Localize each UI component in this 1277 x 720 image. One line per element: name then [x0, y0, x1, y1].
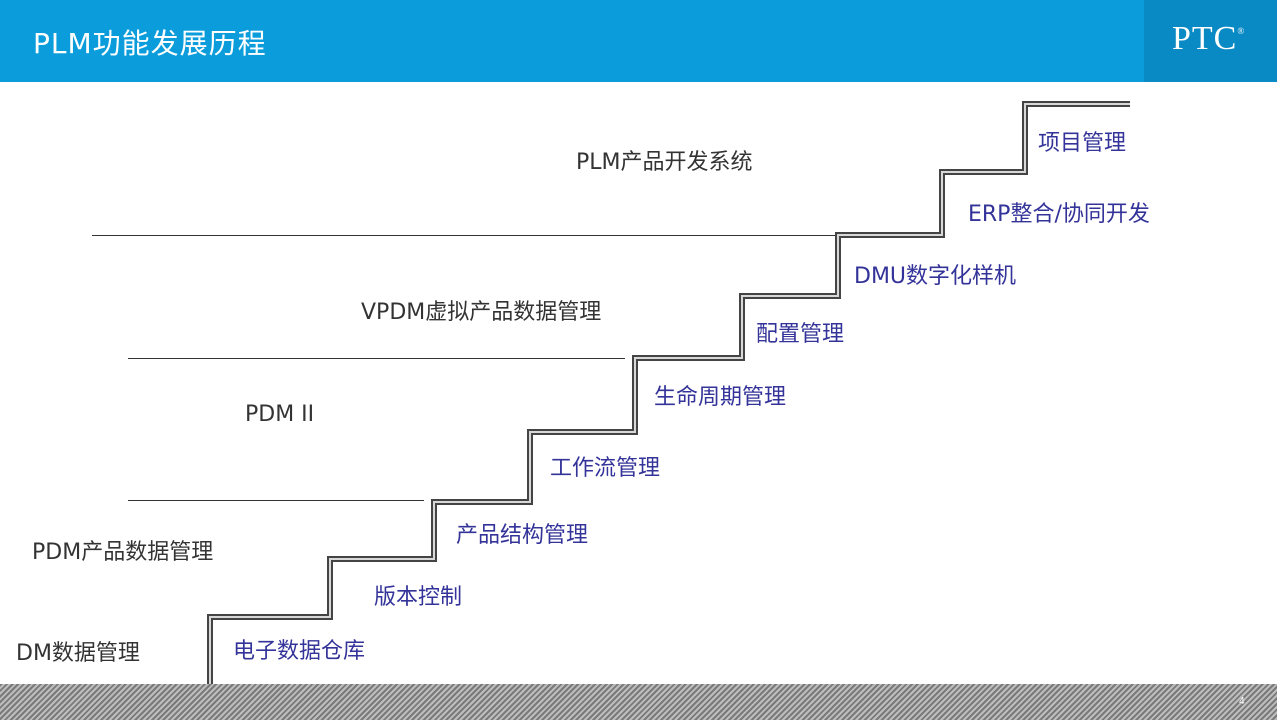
- level-label-plm: PLM产品开发系统: [576, 150, 753, 175]
- step-label: 生命周期管理: [654, 385, 787, 410]
- step-label: 版本控制: [374, 585, 463, 610]
- slide-title: PLM功能发展历程: [33, 27, 267, 60]
- page-number: 4: [1239, 696, 1245, 707]
- step-label: DMU数字化样机: [854, 264, 1017, 289]
- footer-bar: [0, 684, 1277, 720]
- registered-mark: ®: [1237, 26, 1246, 36]
- level-label-pdm2: PDM II: [245, 402, 315, 427]
- staircase-inner: [209, 103, 1130, 686]
- level-label-vpdm: VPDM虚拟产品数据管理: [361, 300, 602, 325]
- level-label-pdm: PDM产品数据管理: [32, 540, 214, 565]
- step-label: 配置管理: [756, 322, 845, 347]
- step-label: 电子数据仓库: [233, 639, 366, 664]
- step-label: ERP整合/协同开发: [968, 202, 1150, 227]
- step-label: 工作流管理: [550, 456, 661, 481]
- step-label: 产品结构管理: [456, 523, 589, 548]
- ptc-logo: PTC®: [1172, 20, 1245, 58]
- step-label: 项目管理: [1038, 131, 1127, 156]
- slide-header: PLM功能发展历程 PTC®: [0, 0, 1277, 82]
- logo-box: PTC®: [1144, 0, 1277, 82]
- level-label-dm: DM数据管理: [16, 641, 140, 666]
- logo-text: PTC: [1172, 20, 1238, 57]
